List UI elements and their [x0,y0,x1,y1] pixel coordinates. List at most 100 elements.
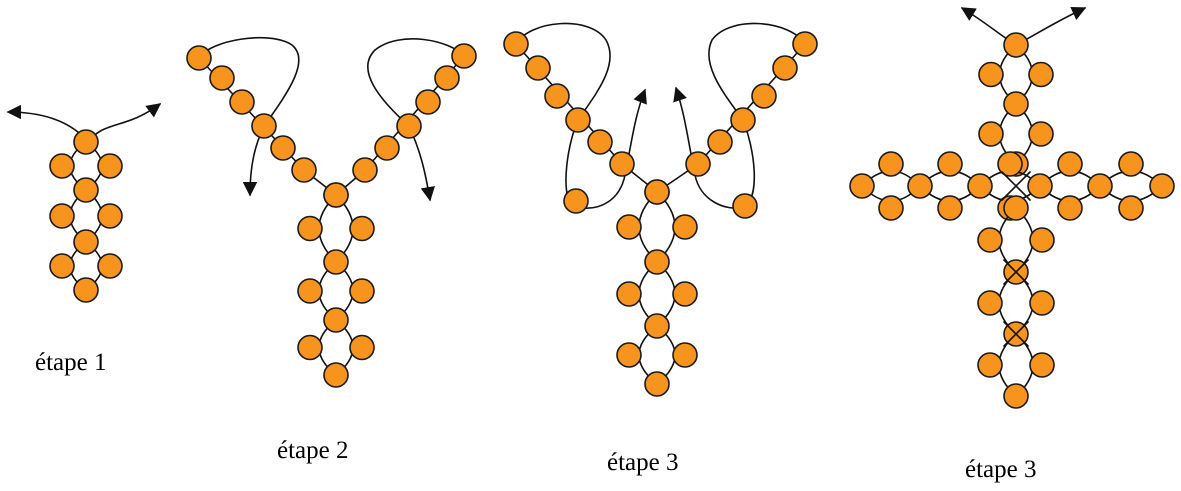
bead [707,129,733,155]
thread [673,86,756,209]
bead [291,157,317,183]
bead [73,277,99,303]
bead [73,229,99,255]
bead [1029,290,1055,316]
bead [1029,352,1055,378]
bead [672,281,698,307]
bead [644,179,670,205]
caption-step1: étape 1 [35,349,107,376]
bead [672,214,698,240]
bead [349,278,375,304]
bead [323,182,349,208]
thread [515,22,611,121]
bead [616,214,642,240]
bead [977,290,1003,316]
bead [297,278,323,304]
thread [565,88,647,209]
bead [616,281,642,307]
bead [374,135,400,161]
bead [97,203,123,229]
bead [97,253,123,279]
step3-figure [503,22,818,397]
bead [73,129,99,155]
bead [349,334,375,361]
bead [186,45,212,71]
bead [977,352,1003,378]
bead [229,89,255,115]
bead [978,121,1004,147]
bead [323,307,349,333]
bead [937,195,963,221]
bead [73,177,99,203]
bead [1118,151,1144,177]
bead [1003,195,1029,221]
thread [1003,259,1029,285]
bead [1057,151,1083,177]
thread [515,43,806,193]
caption-step3-cross: étape 3 [965,456,1037,483]
bead [644,313,670,339]
bead [1057,195,1083,221]
bead [772,55,798,81]
thread [1003,321,1029,347]
bead [1028,121,1054,147]
bead [977,227,1003,253]
bead [907,173,933,199]
bead [563,188,589,214]
bead [97,153,123,179]
bead [849,173,875,199]
step1-figure [6,103,162,303]
bead [878,151,904,177]
bead [415,89,441,115]
bead [644,371,670,397]
bead [937,151,963,177]
bead [730,107,756,133]
bead [1029,227,1055,253]
bead [616,342,642,368]
thread [708,22,806,121]
bead [751,83,777,109]
bead [792,31,818,57]
thread [198,36,300,197]
bead [49,253,75,279]
bead [1118,195,1144,221]
bead [878,195,904,221]
bead [323,249,349,275]
bead [297,334,323,361]
thread [367,38,465,202]
bead [352,157,378,183]
bead [1003,383,1029,409]
bead [587,129,613,155]
bead [451,43,477,69]
bead [297,215,323,242]
bead [434,65,460,91]
bead [685,151,711,177]
bead [209,65,235,91]
bead [1003,32,1029,58]
bead [349,215,375,242]
bead [732,193,758,219]
bead [544,83,570,109]
bead [1087,173,1113,199]
bead [1003,91,1029,117]
bead [1149,173,1175,199]
bead [967,173,993,199]
bead [997,151,1023,177]
thread [1001,171,1031,201]
bead [1027,173,1053,199]
step3-cross-figure [849,6,1175,409]
bead [270,135,296,161]
bead [251,113,277,139]
bead [49,203,75,229]
thread [87,103,162,143]
bead [609,151,635,177]
bead [978,61,1004,88]
bead [1028,61,1054,88]
bead [565,107,591,133]
bead [323,362,349,388]
step2-figure [186,36,477,388]
caption-step2: étape 2 [277,437,349,464]
bead [525,55,551,81]
bead [396,113,422,139]
